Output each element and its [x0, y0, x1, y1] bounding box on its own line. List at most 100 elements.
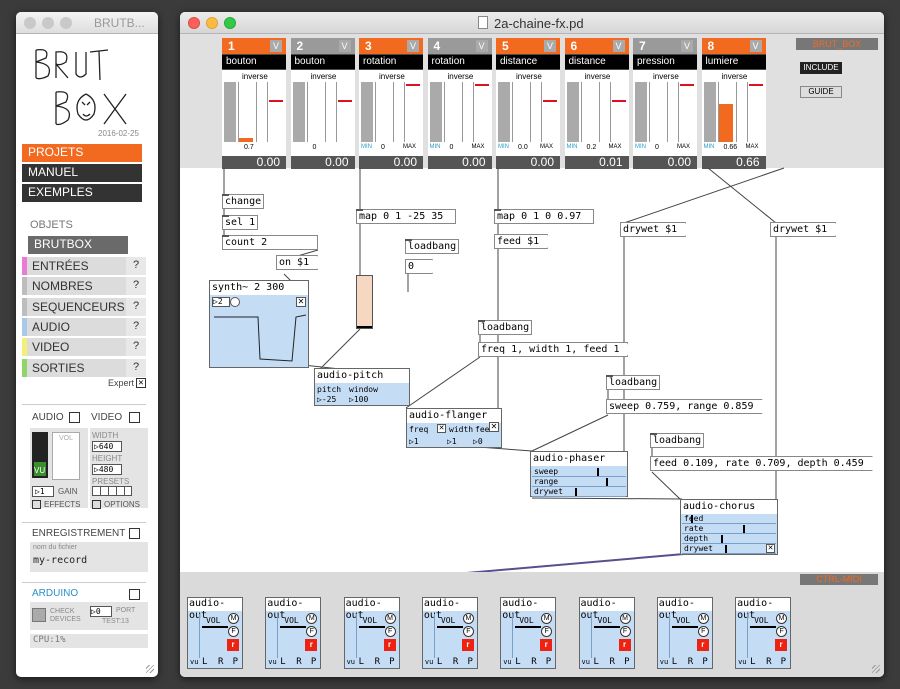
phaser-row-range[interactable]: range [532, 477, 626, 487]
audio-flanger-object[interactable]: audio-flanger freq ✕ width feed ✕ ▷1 ▷1 … [406, 408, 502, 448]
mute-button[interactable]: M [776, 613, 788, 624]
category-1[interactable]: NOMBRES ? [22, 277, 146, 296]
gain-number[interactable]: ▷1 [32, 486, 54, 497]
mute-button[interactable]: M [541, 613, 553, 624]
close-x-icon[interactable]: ✕ [489, 422, 499, 432]
panel-button[interactable]: P [310, 657, 317, 667]
help-icon[interactable]: ? [126, 317, 146, 336]
help-icon[interactable]: ? [126, 297, 146, 316]
controller-v-toggle[interactable]: V [407, 40, 419, 52]
record-checkbox[interactable] [129, 528, 140, 539]
level-meter[interactable] [443, 82, 458, 142]
height-number[interactable]: ▷480 [92, 464, 122, 475]
nav-manuel-button[interactable]: MANUEL [22, 164, 142, 182]
fx-button[interactable]: F [776, 626, 788, 637]
level-meter[interactable] [238, 82, 253, 142]
audio-out-4[interactable]: audio-out VOL M F r vu L R P [421, 597, 478, 669]
window-number[interactable]: ▷100 [349, 395, 369, 404]
volume-slider[interactable] [358, 626, 385, 648]
minimize-button[interactable] [206, 17, 218, 29]
right-channel-label[interactable]: R [452, 657, 459, 667]
video-checkbox[interactable] [129, 412, 140, 423]
record-button[interactable]: r [618, 639, 631, 651]
record-button[interactable]: r [305, 639, 318, 651]
panel-button[interactable]: P [624, 657, 630, 667]
panel-button[interactable]: P [467, 657, 473, 667]
record-button[interactable]: r [696, 639, 709, 651]
panel-button[interactable]: P [232, 657, 238, 667]
category-3[interactable]: AUDIO ? [22, 317, 146, 336]
help-icon[interactable]: ? [126, 338, 146, 357]
record-button[interactable]: r [461, 639, 474, 651]
panel-button[interactable]: P [780, 657, 787, 667]
volume-slider[interactable] [671, 626, 698, 648]
audio-checkbox[interactable] [69, 412, 80, 423]
close-button[interactable] [24, 17, 36, 29]
chorus-row-drywet[interactable]: drywet [682, 544, 776, 554]
width-number[interactable]: ▷640 [92, 441, 122, 452]
file-input[interactable]: my-record [33, 555, 88, 566]
effects-checkbox[interactable] [32, 500, 41, 509]
close-button[interactable] [188, 17, 200, 29]
help-icon[interactable]: ? [126, 358, 146, 377]
right-channel-label[interactable]: R [687, 657, 694, 667]
right-channel-label[interactable]: R [218, 657, 224, 667]
map-object-2[interactable]: map 0 1 0 0.97 [494, 209, 594, 224]
synth-toggle[interactable] [230, 297, 240, 307]
include-button[interactable]: INCLUDE [800, 62, 842, 74]
controller-3[interactable]: 3 V rotation inverse MIN 0 MAX 0.00 [359, 38, 423, 169]
output-meter[interactable] [393, 82, 421, 142]
controller-4[interactable]: 4 V rotation inverse MIN 0 MAX 0.00 [427, 38, 492, 169]
loadbang-object-3[interactable]: loadbang [606, 375, 661, 390]
sweep-range-message[interactable]: sweep 0.759, range 0.859 [606, 399, 763, 414]
fx-button[interactable]: F [384, 626, 396, 637]
output-meter[interactable] [667, 82, 695, 142]
guide-button[interactable]: GUIDE [800, 86, 842, 98]
fx-button[interactable]: F [306, 626, 318, 637]
category-4[interactable]: VIDEO ? [22, 338, 146, 357]
level-meter[interactable] [717, 82, 733, 142]
panel-button[interactable]: P [702, 657, 708, 667]
nav-exemples-button[interactable]: EXEMPLES [22, 184, 142, 202]
chorus-row-depth[interactable]: depth [682, 534, 776, 544]
right-channel-label[interactable]: R [531, 657, 537, 667]
freq-width-feed-message[interactable]: freq 1, width 1, feed 1 [478, 342, 628, 357]
minimize-button[interactable] [42, 17, 54, 29]
chorus-row-rate[interactable]: rate [682, 524, 776, 534]
left-channel-label[interactable]: L [280, 657, 286, 667]
pitch-number[interactable]: ▷-25 [317, 395, 337, 404]
output-meter[interactable] [324, 82, 353, 142]
mute-button[interactable]: M [619, 613, 631, 624]
count-object[interactable]: count 2 [222, 235, 318, 250]
presets-grid[interactable] [92, 486, 132, 496]
mute-button[interactable]: M [462, 613, 474, 624]
map-object-1[interactable]: map 0 1 -25 35 [356, 209, 456, 224]
right-channel-label[interactable]: R [296, 657, 302, 667]
check-devices-button[interactable] [32, 608, 46, 622]
category-0[interactable]: ENTRÉES ? [22, 257, 146, 275]
fx-button[interactable]: F [228, 626, 239, 637]
audio-pitch-object[interactable]: audio-pitch pitch window ▷-25 ▷100 [314, 368, 410, 406]
output-meter[interactable] [598, 82, 627, 142]
controller-8[interactable]: 8 V lumiere inverse MIN 0.66 MAX 0.66 [701, 38, 766, 169]
volume-slider[interactable] [202, 626, 228, 648]
controller-v-toggle[interactable]: V [544, 40, 556, 52]
controller-7[interactable]: 7 V pression inverse MIN 0 MAX 0.00 [633, 38, 697, 169]
mute-button[interactable]: M [228, 613, 239, 624]
loadbang-object-4[interactable]: loadbang [650, 433, 705, 448]
panel-button[interactable]: P [545, 657, 552, 667]
controller-v-toggle[interactable]: V [612, 40, 625, 52]
help-icon[interactable]: ? [126, 257, 146, 275]
left-channel-label[interactable]: L [750, 657, 756, 667]
loadbang-object-1[interactable]: loadbang [405, 239, 460, 254]
controller-2[interactable]: 2 V bouton inverse 0 0.00 [290, 38, 355, 169]
resize-grip-icon[interactable] [146, 665, 154, 673]
fx-button[interactable]: F [462, 626, 474, 637]
mute-button[interactable]: M [384, 613, 396, 624]
sel-object[interactable]: sel 1 [222, 215, 258, 230]
audio-chorus-object[interactable]: audio-chorus feed rate depth drywet ✕ [680, 499, 778, 555]
volume-slider[interactable] [593, 626, 620, 648]
controller-v-toggle[interactable]: V [749, 40, 762, 52]
controller-v-toggle[interactable]: V [270, 40, 282, 52]
output-meter[interactable] [530, 82, 558, 142]
